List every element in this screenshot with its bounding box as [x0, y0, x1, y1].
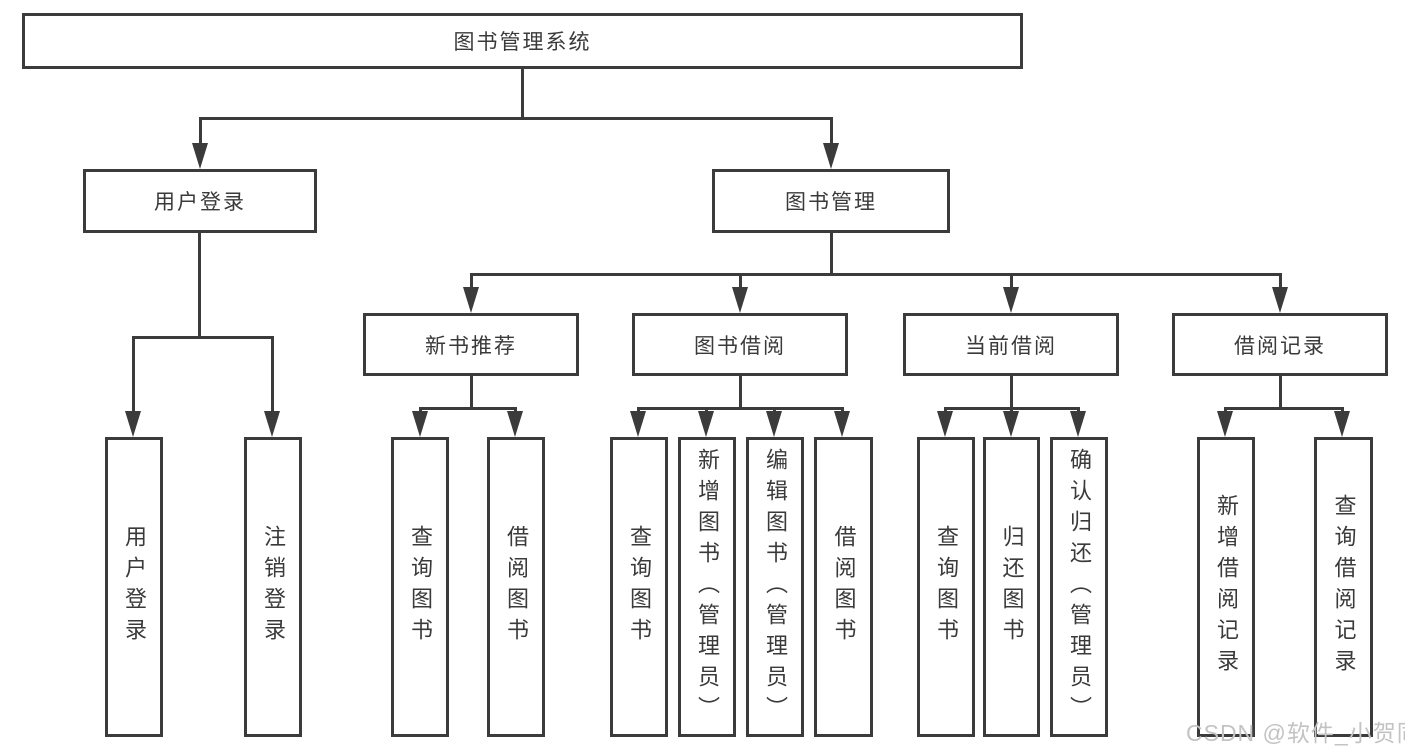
connector-line: [1341, 407, 1344, 413]
connector-line: [514, 407, 517, 413]
connector-line: [739, 376, 742, 409]
arrow-down-icon: [630, 411, 646, 437]
arrow-down-icon: [264, 411, 280, 437]
connector-line: [830, 117, 833, 145]
node-user-login: 用户登录: [83, 169, 317, 233]
connector-line: [1010, 376, 1013, 409]
connector-line: [705, 407, 708, 413]
connector-line: [470, 273, 473, 289]
node-label: 查询图书: [627, 525, 652, 649]
node-label: 查询图书: [408, 525, 433, 649]
arrow-down-icon: [125, 411, 141, 437]
node-label: 用户登录: [154, 191, 246, 214]
leaf-borrowing-query-books: 查询图书: [610, 437, 668, 737]
leaf-current-confirm-return-admin: 确认归还（管理员）: [1050, 437, 1108, 737]
connector-line: [637, 407, 844, 410]
arrow-down-icon: [732, 287, 748, 313]
connector-line: [739, 273, 742, 289]
node-label: 查询借阅记录: [1331, 494, 1357, 680]
arrow-down-icon: [463, 287, 479, 313]
connector-line: [133, 336, 274, 339]
node-label: 当前借阅: [965, 334, 1057, 358]
node-label: 新增借阅记录: [1214, 494, 1239, 680]
node-label: 编辑图书（管理员）: [763, 447, 788, 727]
arrow-down-icon: [507, 411, 523, 437]
connector-line: [198, 233, 201, 338]
arrow-down-icon: [412, 411, 428, 437]
arrow-down-icon: [834, 411, 850, 437]
leaf-records-query-borrow-record: 查询借阅记录: [1314, 437, 1373, 737]
node-label: 图书管理: [785, 191, 877, 214]
arrow-down-icon: [698, 411, 714, 437]
connector-line: [1077, 407, 1080, 413]
arrow-down-icon: [1334, 411, 1350, 437]
connector-line: [1224, 407, 1344, 410]
leaf-borrowing-edit-books-admin: 编辑图书（管理员）: [746, 437, 804, 737]
node-current-borrowing: 当前借阅: [903, 313, 1119, 376]
node-label: 归还图书: [999, 525, 1025, 649]
node-label: 借阅图书: [504, 525, 529, 649]
node-label: 确认归还（管理员）: [1067, 447, 1092, 727]
arrow-down-icon: [1272, 287, 1288, 313]
connector-line: [830, 233, 833, 275]
node-label: 查询图书: [934, 525, 959, 649]
arrow-down-icon: [823, 143, 839, 169]
connector-line: [944, 407, 1080, 410]
connector-line: [1279, 273, 1282, 289]
leaf-borrowing-add-books-admin: 新增图书（管理员）: [678, 437, 736, 737]
connector-line: [271, 336, 274, 412]
connector-line: [199, 117, 202, 145]
node-label: 借阅记录: [1234, 334, 1326, 358]
connector-line: [841, 407, 844, 413]
connector-line: [470, 376, 473, 409]
arrow-down-icon: [1070, 411, 1086, 437]
connector-line: [1224, 407, 1227, 413]
node-label: 图书管理系统: [453, 31, 592, 54]
leaf-current-query-books: 查询图书: [917, 437, 975, 737]
node-new-book-recommend: 新书推荐: [363, 313, 579, 376]
leaf-records-add-borrow-record: 新增借阅记录: [1197, 437, 1255, 737]
node-borrow-records: 借阅记录: [1172, 313, 1388, 376]
connector-line: [1279, 376, 1282, 409]
arrow-down-icon: [192, 143, 208, 169]
connector-line: [1010, 273, 1013, 289]
arrow-down-icon: [766, 411, 782, 437]
connector-line: [1010, 407, 1013, 413]
node-label: 新增图书（管理员）: [695, 447, 720, 727]
node-root-library-management-system: 图书管理系统: [22, 13, 1023, 69]
connector-line: [521, 69, 524, 119]
leaf-borrowing-borrow-books: 借阅图书: [814, 437, 873, 737]
leaf-recommend-query-books: 查询图书: [391, 437, 449, 737]
connector-line: [419, 407, 422, 413]
arrow-down-icon: [937, 411, 953, 437]
node-label: 借阅图书: [831, 525, 857, 649]
connector-line: [637, 407, 640, 413]
arrow-down-icon: [1003, 287, 1019, 313]
leaf-recommend-borrow-books: 借阅图书: [487, 437, 545, 737]
arrow-down-icon: [1003, 411, 1019, 437]
connector-line: [944, 407, 947, 413]
connector-line: [199, 117, 833, 120]
node-label: 用户登录: [122, 525, 147, 649]
connector-line: [773, 407, 776, 413]
csdn-watermark: CSDN @软件_小贺同学: [1186, 720, 1405, 746]
leaf-current-return-books: 归还图书: [983, 437, 1040, 737]
arrow-down-icon: [1217, 411, 1233, 437]
leaf-user-login: 用户登录: [105, 437, 163, 737]
node-book-borrowing: 图书借阅: [632, 313, 848, 376]
connector-line: [419, 407, 517, 410]
node-label: 新书推荐: [425, 334, 517, 358]
node-label: 注销登录: [261, 525, 286, 649]
connector-line: [470, 273, 1282, 276]
leaf-logout-login: 注销登录: [244, 437, 302, 737]
node-label: 图书借阅: [694, 334, 786, 358]
node-book-management: 图书管理: [712, 169, 950, 233]
connector-line: [132, 336, 135, 412]
